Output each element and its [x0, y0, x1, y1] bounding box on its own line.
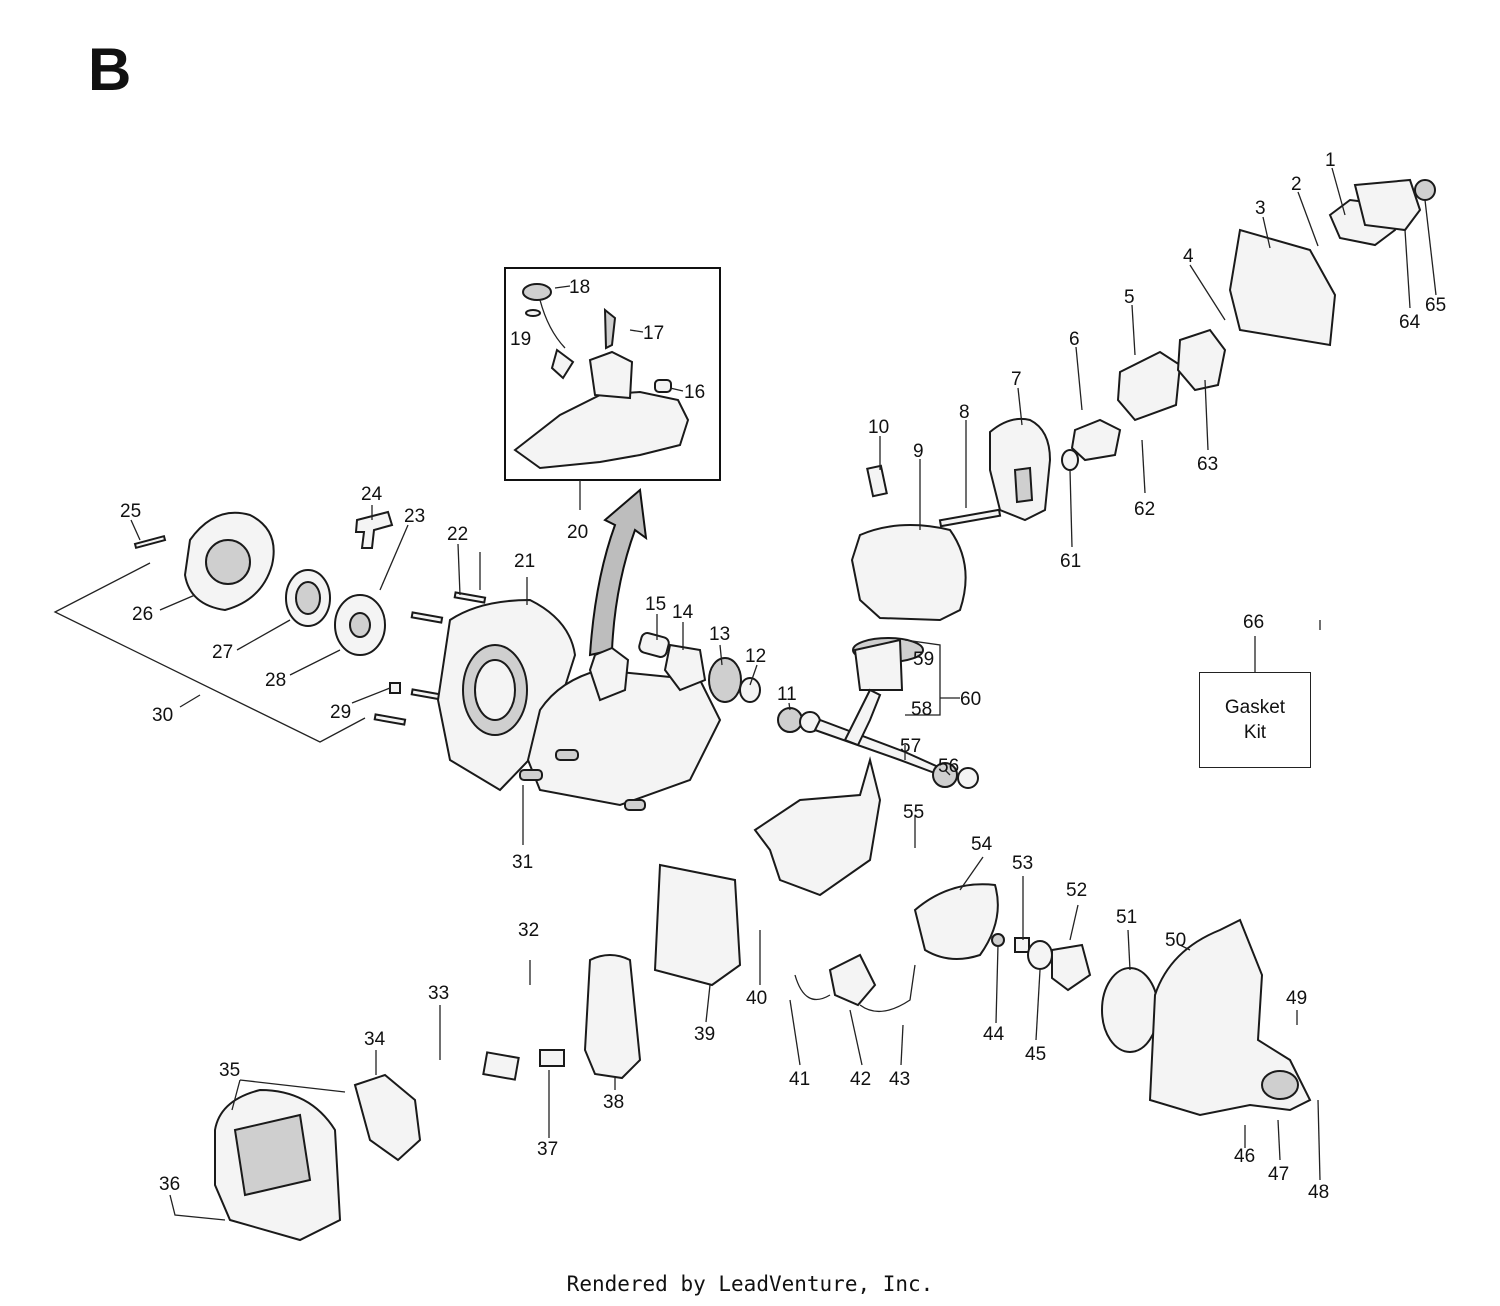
- callout-28: 28: [265, 670, 286, 691]
- callout-21: 21: [514, 551, 535, 572]
- callout-48: 48: [1308, 1182, 1329, 1203]
- callout-20: 20: [567, 522, 588, 543]
- callout-25: 25: [120, 501, 141, 522]
- callout-39: 39: [694, 1024, 715, 1045]
- callout-34: 34: [364, 1029, 386, 1050]
- callout-4: 4: [1183, 246, 1194, 267]
- gasket-parts-drawing: [989, 350, 1182, 522]
- callout-44: 44: [983, 1024, 1005, 1045]
- assembly-arrow-icon: [588, 488, 648, 657]
- callout-13: 13: [709, 624, 730, 645]
- callout-14: 14: [672, 602, 694, 623]
- callout-60: 60: [960, 689, 981, 710]
- callout-47: 47: [1268, 1164, 1289, 1185]
- callout-45: 45: [1025, 1044, 1046, 1065]
- callout-18: 18: [569, 277, 590, 298]
- section-label: B: [88, 36, 132, 103]
- lower-cover-parts-drawing: [214, 863, 742, 1242]
- callout-31: 31: [512, 852, 533, 873]
- callout-38: 38: [603, 1092, 624, 1113]
- callout-50: 50: [1165, 930, 1186, 951]
- callout-2: 2: [1291, 174, 1302, 195]
- leader-lines: [130, 167, 1437, 1221]
- callout-63: 63: [1197, 454, 1218, 475]
- gasket-kit-line1: Gasket: [1224, 697, 1286, 718]
- engine-core-drawing: [753, 464, 1002, 897]
- callout-labels: 1 2 3 4 5 6 7 8 9 10 11 12 13 14 15 16 1…: [120, 150, 1446, 1203]
- callout-8: 8: [959, 402, 970, 423]
- callout-52: 52: [1066, 880, 1087, 901]
- gasket-kit-line2: Kit: [1243, 722, 1267, 743]
- callout-7: 7: [1011, 369, 1022, 390]
- callout-23: 23: [404, 506, 425, 527]
- callout-37: 37: [537, 1139, 558, 1160]
- callout-53: 53: [1012, 853, 1033, 874]
- callout-58: 58: [911, 699, 932, 720]
- callout-12: 12: [745, 646, 766, 667]
- callout-16: 16: [684, 382, 705, 403]
- callout-9: 9: [913, 441, 924, 462]
- callout-6: 6: [1069, 329, 1080, 350]
- footer-credit: Rendered by LeadVenture, Inc.: [566, 1272, 934, 1296]
- callout-24: 24: [361, 484, 383, 505]
- callout-27: 27: [212, 642, 233, 663]
- callout-15: 15: [645, 594, 666, 615]
- callout-55: 55: [903, 802, 924, 823]
- intake-parts-drawing: [638, 632, 761, 703]
- callout-57: 57: [900, 736, 921, 757]
- callout-59: 59: [913, 649, 934, 670]
- callout-1: 1: [1325, 150, 1336, 171]
- callout-51: 51: [1116, 907, 1137, 928]
- clutch-housing-drawing: [1148, 918, 1312, 1117]
- callout-42: 42: [850, 1069, 871, 1090]
- callout-56: 56: [938, 756, 959, 777]
- callout-10: 10: [868, 417, 889, 438]
- callout-3: 3: [1255, 198, 1266, 219]
- callout-62: 62: [1134, 499, 1155, 520]
- callout-26: 26: [132, 604, 153, 625]
- callout-43: 43: [889, 1069, 910, 1090]
- callout-33: 33: [428, 983, 449, 1004]
- callout-5: 5: [1124, 287, 1135, 308]
- callout-32: 32: [518, 920, 539, 941]
- callout-19: 19: [510, 329, 531, 350]
- callout-11: 11: [777, 684, 797, 705]
- gasket-kit-box: Gasket Kit: [1199, 672, 1311, 768]
- callout-17: 17: [643, 323, 664, 344]
- callout-41: 41: [789, 1069, 810, 1090]
- callout-35: 35: [219, 1060, 240, 1081]
- starter-parts-drawing: [133, 510, 487, 726]
- fuel-tank-drawing: [513, 283, 690, 470]
- callout-22: 22: [447, 524, 468, 545]
- callout-40: 40: [746, 988, 767, 1009]
- fuel-tank-inset-box: [504, 267, 721, 481]
- callout-54: 54: [971, 834, 993, 855]
- carburetor-drawing: [1176, 178, 1436, 392]
- callout-49: 49: [1286, 988, 1307, 1009]
- callout-64: 64: [1399, 312, 1421, 333]
- callout-65: 65: [1425, 295, 1446, 316]
- callout-46: 46: [1234, 1146, 1255, 1167]
- callout-30: 30: [152, 705, 173, 726]
- fuel-tank-drawing-main: [519, 646, 722, 811]
- callout-61: 61: [1060, 551, 1081, 572]
- callout-29: 29: [330, 702, 351, 723]
- callout-66: 66: [1243, 612, 1264, 633]
- callout-36: 36: [159, 1174, 180, 1195]
